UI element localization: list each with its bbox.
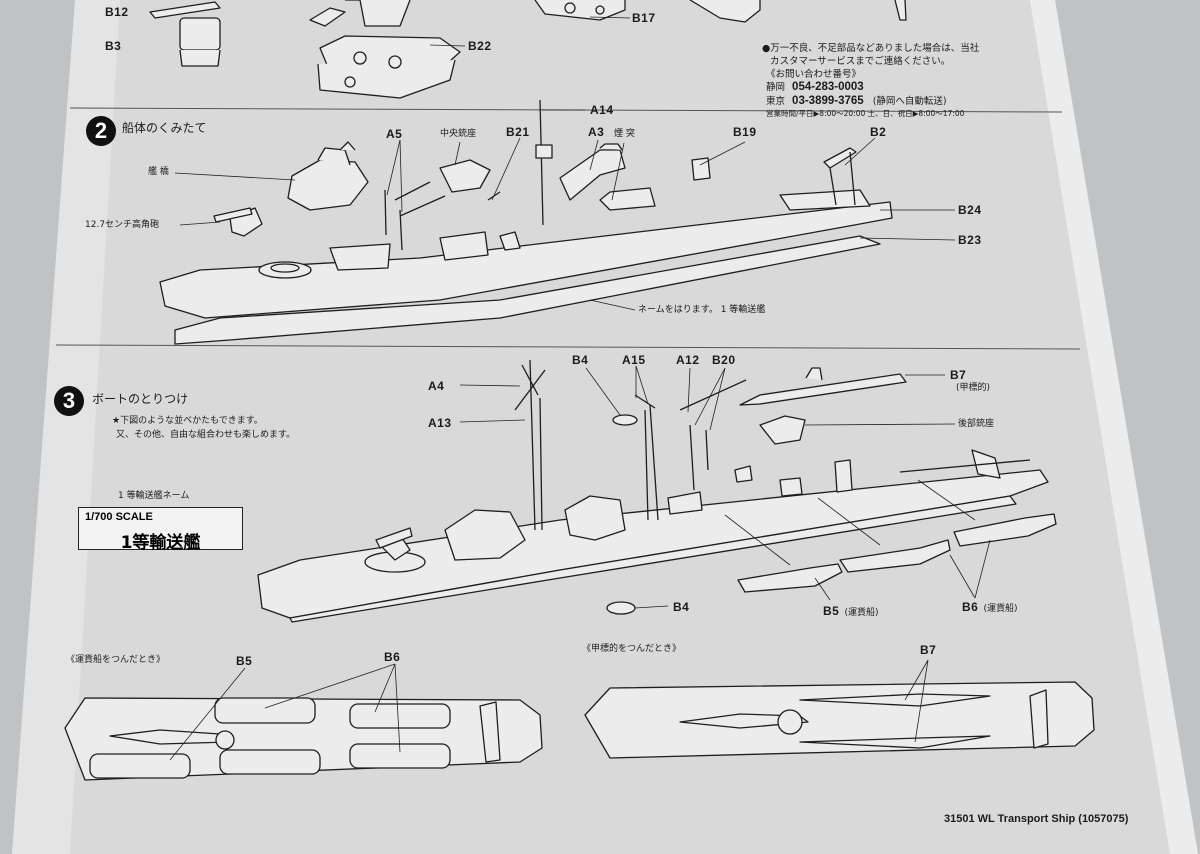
bottom-left-plan-drawing [64, 697, 543, 781]
step3-parts-drawing [606, 367, 1057, 615]
b4-bottom-part [606, 601, 636, 615]
part-label-b22: B22 [468, 39, 492, 53]
label-b6-group: B6 (運貨船) [962, 598, 1017, 614]
label-a5: A5 [386, 127, 403, 141]
bottom-left-label-b6: B6 [384, 650, 401, 664]
label-b24: B24 [958, 203, 982, 217]
label-a13: A13 [428, 416, 452, 430]
contact-tokyo-note: (静岡へ自動転送) [872, 96, 947, 107]
label-bridge: 艦 橋 [148, 167, 169, 177]
contact-tokyo-label: 東京 [766, 96, 786, 107]
label-b19: B19 [733, 125, 757, 139]
bottom-left-caption: 《運貨船をつんだとき》 [66, 655, 166, 665]
bottom-right-plan-drawing [584, 681, 1095, 759]
label-b23: B23 [958, 233, 982, 247]
contact-tokyo-number: 03-3899-3765 [792, 95, 864, 107]
step-3-number: 3 [54, 386, 84, 416]
contact-line-2: カスタマーサービスまでご連絡ください。 [770, 56, 951, 67]
label-a12: A12 [676, 353, 700, 367]
label-b5: B5 [823, 604, 840, 618]
contact-shizuoka-label: 静岡 [766, 82, 786, 93]
section-divider [55, 344, 1081, 350]
contact-shizuoka: 静岡 054-283-0003 [766, 81, 864, 94]
top-parts-drawing [149, 0, 907, 99]
boat-b6-2 [953, 513, 1057, 547]
label-b20: B20 [712, 353, 736, 367]
label-a15: A15 [622, 353, 646, 367]
contact-hours: 営業時間/平日▶8:00〜20:00 土、日、祝日▶8:00〜17:00 [766, 109, 965, 118]
label-a4: A4 [428, 379, 445, 393]
contact-tokyo: 東京 03-3899-3765 (静岡へ自動転送) [766, 95, 947, 108]
step-3-note-1: ★下図のような並べかたもできます。 [112, 416, 263, 426]
label-rear-gun-mount: 後部銃座 [958, 419, 995, 429]
label-a14: A14 [590, 103, 614, 117]
label-a3: A3 [588, 125, 605, 139]
label-b21: B21 [506, 125, 530, 139]
step-3-note-2: 又、その他、自由な組合わせも楽しめます。 [116, 430, 296, 440]
step-2-title: 船体のくみたて [122, 121, 207, 135]
label-b7-sub: (甲標的) [956, 383, 991, 393]
label-b6-sub: (運貨船) [983, 604, 1018, 614]
paper-sheet [12, 0, 1198, 854]
product-footer: 31501 WL Transport Ship (1057075) [944, 813, 1129, 825]
step3-hull-drawing [257, 359, 1049, 623]
contact-line-3: 《お問い合わせ番号》 [766, 69, 862, 80]
label-b4-top: B4 [572, 353, 589, 367]
nameplate-caption: 1 等輸送艦ネーム [118, 491, 190, 501]
leader-lines [169, 16, 991, 761]
label-b5-group: B5 (運貨船) [823, 602, 878, 618]
nameplate-scale: 1/700 SCALE [85, 511, 153, 523]
step2-parts-drawing [213, 99, 857, 251]
nameplate-decal: 1/700 SCALE 1等輸送艦 [78, 507, 243, 553]
part-label-b12: B12 [105, 5, 129, 19]
nameplate-ship-name: 1等輸送艦 [120, 533, 201, 553]
step-2-number: 2 [86, 116, 116, 146]
label-aa-gun: 12.7センチ高角砲 [85, 220, 160, 230]
part-label-b17: B17 [632, 11, 656, 25]
label-nameplate-note: ネームをはります。 1 等輸送艦 [638, 305, 766, 315]
label-center-gun-mount: 中央銃座 [440, 129, 477, 139]
label-funnel: 煙 突 [614, 129, 635, 139]
step-3-title: ボートのとりつけ [92, 392, 189, 406]
label-b6: B6 [962, 600, 979, 614]
label-b2: B2 [870, 125, 887, 139]
boat-b6-1 [839, 539, 951, 573]
label-b5-sub: (運貨船) [844, 608, 879, 618]
boat-b5 [737, 563, 843, 593]
part-label-b3: B3 [105, 39, 122, 53]
label-b7: B7 [950, 368, 967, 382]
bottom-left-label-b5: B5 [236, 654, 253, 668]
bottom-right-label-b7: B7 [920, 643, 937, 657]
contact-shizuoka-number: 054-283-0003 [792, 81, 864, 93]
bottom-right-caption: 《甲標的をつんだとき》 [582, 644, 682, 654]
contact-line-1: ●万一不良、不足部品などありました場合は、当社 [762, 43, 980, 54]
label-b4-bottom: B4 [673, 600, 690, 614]
